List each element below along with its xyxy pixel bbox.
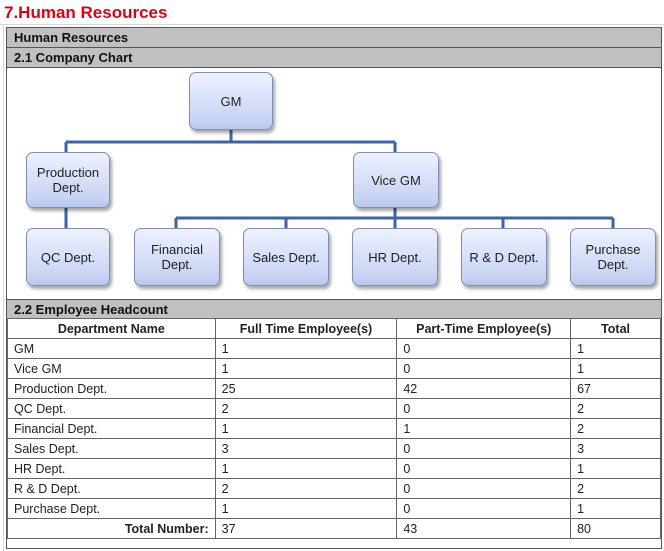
column-header: Department Name: [7, 318, 216, 339]
table-cell: 1: [214, 338, 398, 359]
table-cell: 1: [214, 458, 398, 479]
table-cell: 1: [570, 338, 661, 359]
table-cell: 42: [396, 378, 572, 399]
table-cell: 0: [396, 438, 572, 459]
table-cell: 1: [214, 498, 398, 519]
org-chart: GM Production Dept. Vice GM QC Dept. Fin…: [7, 68, 661, 300]
table-header-row: Department Name Full Time Employee(s) Pa…: [7, 318, 661, 339]
table-cell: 25: [214, 378, 398, 399]
table-cell: Production Dept.: [7, 378, 216, 399]
table-cell: 0: [396, 338, 572, 359]
org-node-production: Production Dept.: [26, 152, 110, 208]
total-label: Total Number:: [7, 518, 216, 539]
page-heading: 7.Human Resources: [4, 3, 168, 22]
table-cell: Vice GM: [7, 358, 216, 379]
table-cell: 3: [570, 438, 661, 459]
column-header: Full Time Employee(s): [214, 318, 398, 339]
org-node-qc: QC Dept.: [26, 228, 110, 286]
table-cell: 0: [396, 398, 572, 419]
table-cell: Financial Dept.: [7, 418, 216, 439]
table-cell: 2: [570, 418, 661, 439]
table-cell: QC Dept.: [7, 398, 216, 419]
org-node-rd: R & D Dept.: [461, 228, 547, 286]
table-cell: HR Dept.: [7, 458, 216, 479]
table-cell: 0: [396, 358, 572, 379]
hr-section: Human Resources 2.1 Company Chart: [6, 27, 662, 549]
total-full-time: 37: [214, 518, 398, 539]
table-cell: Purchase Dept.: [7, 498, 216, 519]
org-node-vice-gm: Vice GM: [353, 152, 439, 208]
table-cell: Sales Dept.: [7, 438, 216, 459]
column-header: Total: [570, 318, 661, 339]
table-cell: GM: [7, 338, 216, 359]
org-node-gm: GM: [189, 72, 273, 130]
table-cell: 0: [396, 498, 572, 519]
table-cell: 3: [214, 438, 398, 459]
total-row: Total Number: 37 43 80: [7, 518, 661, 539]
total-part-time: 43: [396, 518, 572, 539]
table-cell: 0: [396, 458, 572, 479]
org-chart-connectors: [64, 130, 615, 228]
org-node-hr: HR Dept.: [352, 228, 438, 286]
table-cell: 2: [570, 398, 661, 419]
table-cell: 1: [214, 418, 398, 439]
table-cell: R & D Dept.: [7, 478, 216, 499]
table-cell: 1: [570, 458, 661, 479]
table-cell: 0: [396, 478, 572, 499]
table-cell: 1: [570, 358, 661, 379]
table-cell: 1: [570, 498, 661, 519]
table-cell: 1: [214, 358, 398, 379]
org-node-financial: Financial Dept.: [134, 228, 220, 286]
table-cell: 2: [214, 478, 398, 499]
table-cell: 1: [396, 418, 572, 439]
headcount-section-title: 2.2 Employee Headcount: [7, 299, 661, 319]
table-cell: 67: [570, 378, 661, 399]
table-cell: 2: [214, 398, 398, 419]
total-count: 80: [570, 518, 661, 539]
section-title: Human Resources: [7, 28, 661, 48]
table-cell: 2: [570, 478, 661, 499]
chart-section-title: 2.1 Company Chart: [7, 48, 661, 68]
column-header: Part-Time Employee(s): [396, 318, 572, 339]
org-node-sales: Sales Dept.: [243, 228, 329, 286]
headcount-table: Department Name Full Time Employee(s) Pa…: [7, 318, 661, 539]
org-node-purchase: Purchase Dept.: [570, 228, 656, 286]
